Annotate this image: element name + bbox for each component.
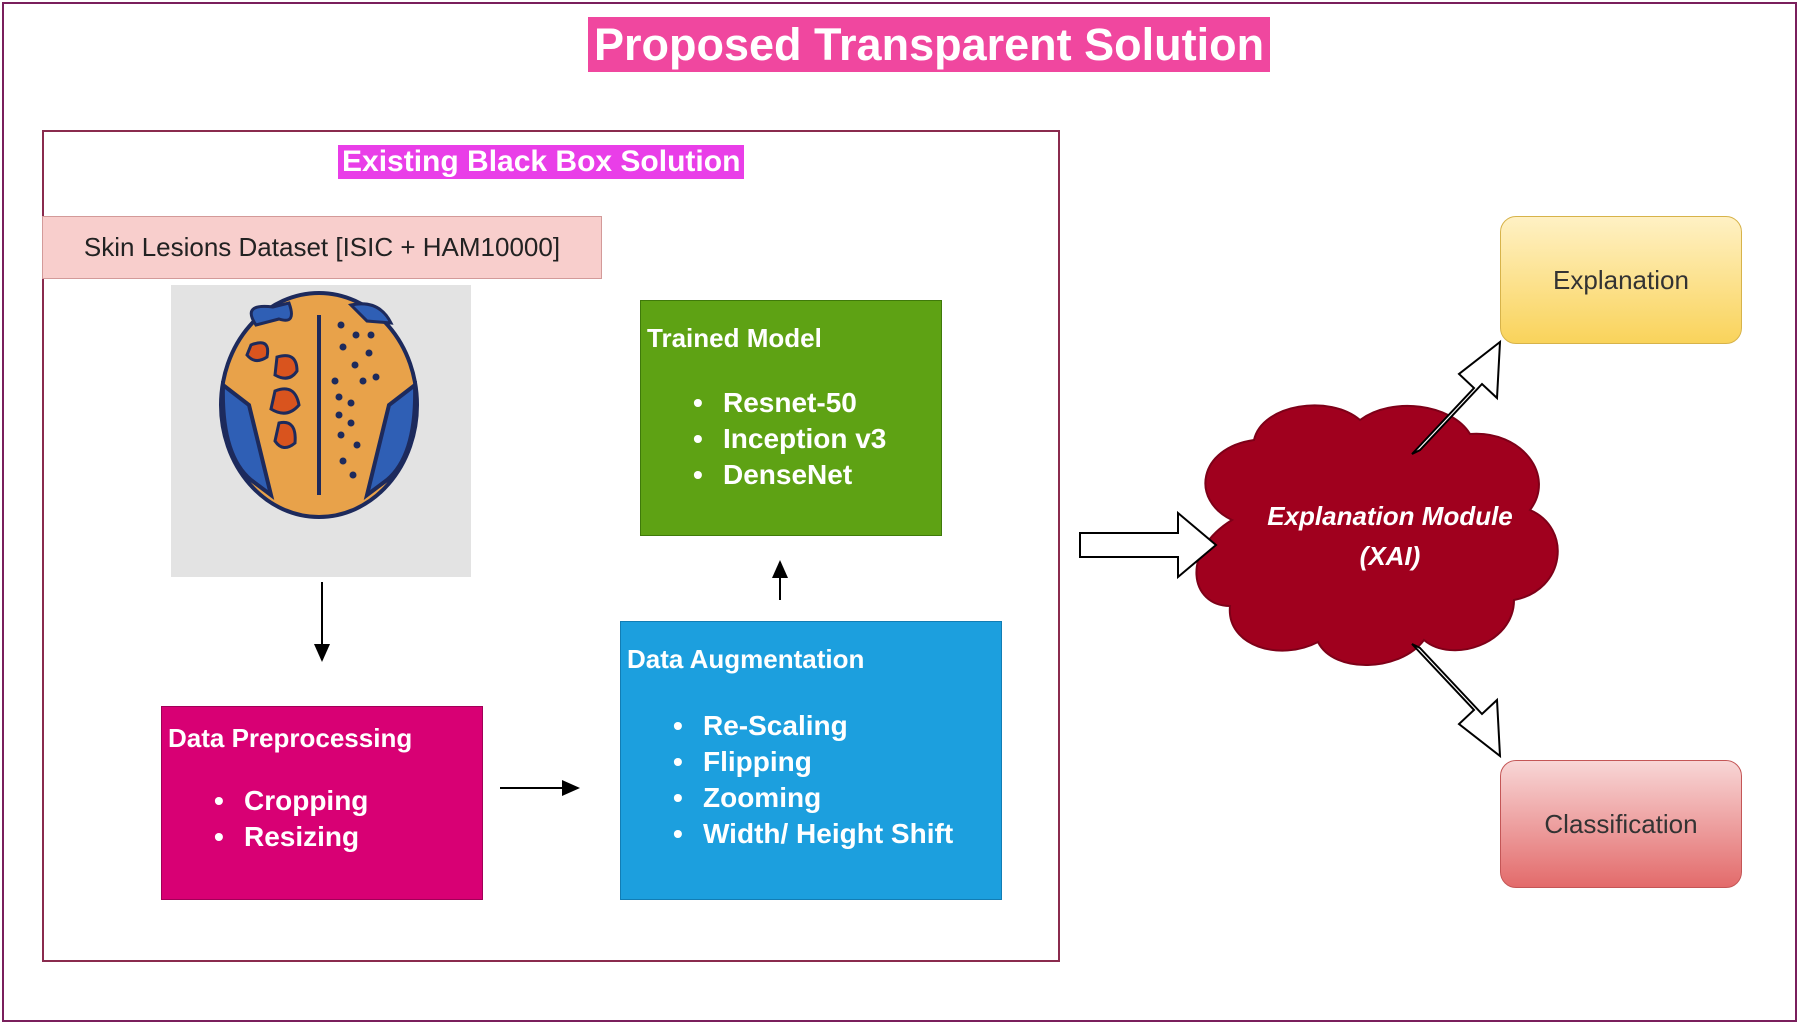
list-item: DenseNet bbox=[693, 457, 886, 493]
block-arrow-to-explanation bbox=[1411, 339, 1502, 455]
skin-lesion-back-icon bbox=[219, 291, 419, 519]
classification-box: Classification bbox=[1500, 760, 1742, 888]
xai-module-label: Explanation Module (XAI) bbox=[1230, 496, 1550, 576]
data-preprocessing-list: Cropping Resizing bbox=[214, 783, 368, 855]
list-item: Inception v3 bbox=[693, 421, 886, 457]
data-augmentation-title: Data Augmentation bbox=[627, 644, 865, 674]
trained-model-list: Resnet-50 Inception v3 DenseNet bbox=[693, 385, 886, 493]
list-item: Resnet-50 bbox=[693, 385, 886, 421]
data-augmentation-list: Re-Scaling Flipping Zooming Width/ Heigh… bbox=[673, 708, 953, 852]
dataset-label: Skin Lesions Dataset [ISIC + HAM10000] bbox=[42, 216, 602, 279]
trained-model-box: Trained Model Resnet-50 Inception v3 Den… bbox=[640, 300, 942, 536]
data-preprocessing-title: Data Preprocessing bbox=[168, 723, 413, 753]
xai-module-line2: (XAI) bbox=[1359, 541, 1421, 571]
list-item: Zooming bbox=[673, 780, 953, 816]
list-item: Flipping bbox=[673, 744, 953, 780]
data-preprocessing-box: Data Preprocessing Cropping Resizing bbox=[161, 706, 483, 900]
diagram-title: Proposed Transparent Solution bbox=[588, 17, 1271, 72]
data-augmentation-box: Data Augmentation Re-Scaling Flipping Zo… bbox=[620, 621, 1002, 900]
dataset-image-panel bbox=[171, 285, 471, 577]
list-item: Cropping bbox=[214, 783, 368, 819]
list-item: Width/ Height Shift bbox=[673, 816, 953, 852]
xai-module-line1: Explanation Module bbox=[1267, 501, 1513, 531]
cloud-shape bbox=[1195, 404, 1559, 666]
block-arrow-to-classification bbox=[1411, 643, 1502, 759]
trained-model-title: Trained Model bbox=[647, 323, 822, 353]
black-box-title: Existing Black Box Solution bbox=[338, 145, 745, 179]
block-arrow-to-xai bbox=[1079, 510, 1218, 580]
list-item: Resizing bbox=[214, 819, 368, 855]
explanation-box: Explanation bbox=[1500, 216, 1742, 344]
list-item: Re-Scaling bbox=[673, 708, 953, 744]
